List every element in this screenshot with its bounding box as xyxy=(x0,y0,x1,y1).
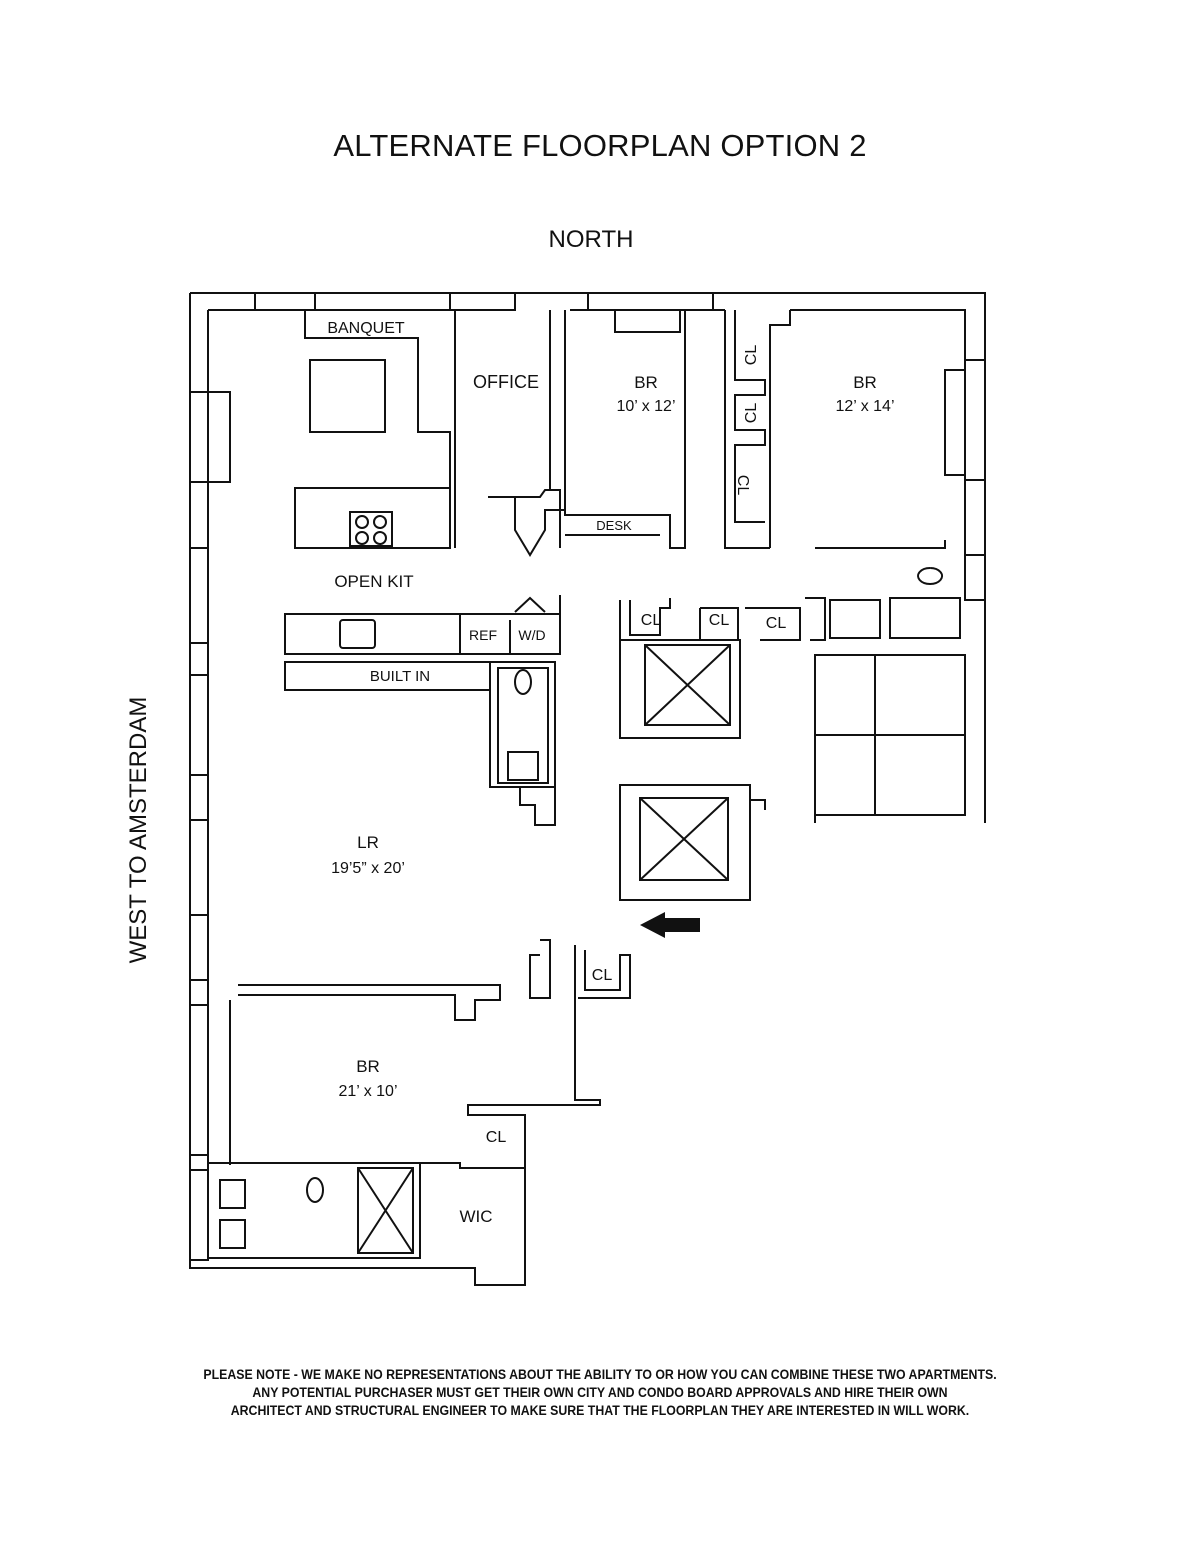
office-label: OFFICE xyxy=(473,372,539,392)
desk-label: DESK xyxy=(596,518,632,533)
closet-label: CL xyxy=(641,612,662,629)
wd-label: W/D xyxy=(518,627,545,643)
closet-label: CL xyxy=(734,475,751,496)
closet-label: CL xyxy=(766,615,787,632)
br-south-size: 21’ x 10’ xyxy=(339,1083,398,1100)
built-in-label: BUILT IN xyxy=(370,668,430,685)
banquet-label: BANQUET xyxy=(327,320,405,337)
br-south-name: BR xyxy=(356,1057,380,1076)
ref-label: REF xyxy=(469,627,497,643)
interior-perimeter xyxy=(207,309,966,1255)
disclaimer-line: PLEASE NOTE - WE MAKE NO REPRESENTATIONS… xyxy=(203,1367,997,1382)
north-label: NORTH xyxy=(548,226,634,253)
closet-label: CL xyxy=(743,345,760,366)
lr-size: 19’5” x 20’ xyxy=(331,860,405,877)
br-north-a-size: 10’ x 12’ xyxy=(617,398,676,415)
disclaimer-line: ANY POTENTIAL PURCHASER MUST GET THEIR O… xyxy=(252,1385,948,1400)
br-north-b-size: 12’ x 14’ xyxy=(836,398,895,415)
closet-label: CL xyxy=(486,1129,507,1146)
closet-label: CL xyxy=(592,967,613,984)
disclaimer-line: ARCHITECT AND STRUCTURAL ENGINEER TO MAK… xyxy=(230,1403,970,1418)
exterior-wall xyxy=(189,292,986,1286)
br-north-b-name: BR xyxy=(853,373,877,392)
wic-label: WIC xyxy=(459,1207,492,1226)
closet-label: CL xyxy=(709,612,730,629)
closet-label: CL xyxy=(743,403,760,424)
disclaimer: PLEASE NOTE - WE MAKE NO REPRESENTATIONS… xyxy=(48,1366,1152,1420)
open-kit-label: OPEN KIT xyxy=(334,572,413,591)
lr-name: LR xyxy=(357,833,379,852)
br-north-a-name: BR xyxy=(634,373,658,392)
plan-title: ALTERNATE FLOORPLAN OPTION 2 xyxy=(333,128,867,163)
entry-arrow xyxy=(640,912,700,938)
